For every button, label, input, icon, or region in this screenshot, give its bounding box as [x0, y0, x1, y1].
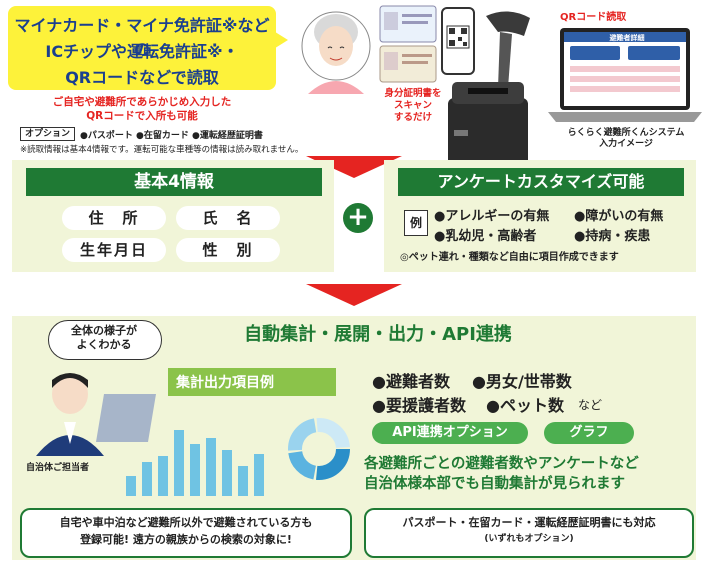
bubble-line-1: マイナカード・マイナ免許証※などの	[14, 16, 270, 59]
graph-badge: グラフ	[544, 422, 634, 444]
speech-bubble-tail	[272, 30, 288, 50]
note-right-box	[364, 508, 694, 558]
output-label-bg	[168, 368, 336, 396]
speech-line-1: 全体の様子が	[71, 324, 137, 337]
survey-note: ◎ペット連れ・種類など自由に項目作成できます	[400, 252, 619, 263]
basic-item-address: 住 所	[62, 206, 166, 230]
id-cards-illustration	[379, 5, 475, 83]
scan-note: 身分証明書を スキャン するだけ	[380, 88, 446, 124]
basic-item-name: 氏 名	[176, 206, 280, 230]
speech-line-2: よくわかる	[76, 338, 132, 351]
api-option-badge: API連携オプション	[372, 422, 528, 444]
speech-bubble	[8, 6, 276, 90]
elderly-woman-illustration	[301, 11, 371, 94]
output-item-support-needed: ●要援護者数	[372, 396, 466, 415]
footnote: ※読取情報は基本4情報です。運転可能な車種等の情報は読み取れません。	[20, 145, 304, 155]
qr-read-label: QRコード読取	[560, 12, 627, 23]
option-label: オプション	[20, 127, 76, 141]
note-left: 自宅や車中泊など避難所以外で避難されている方も 登録可能! 遠方の親族からの検索…	[20, 514, 352, 548]
note-left-box	[20, 508, 352, 558]
bubble-line-2: ICチップや運転免許証※・	[45, 42, 239, 61]
output-item-gender-household: ●男女/世帯数	[472, 372, 572, 391]
screen-title: 避難者詳細	[609, 34, 645, 42]
survey-title: アンケートカスタマイズ可能	[398, 168, 684, 196]
option-items: ●パスポート ●在留カード ●運転経歴証明書	[80, 131, 263, 141]
note-right-line-1: パスポート・在留カード・運転経歴証明書にも対応	[402, 516, 656, 529]
survey-item-infant-elderly: ●乳幼児・高齢者	[434, 229, 537, 244]
basic-info-title: 基本4情報	[26, 168, 322, 196]
qr-note-line-1: ご自宅や避難所であらかじめ入力した	[52, 96, 232, 108]
output-item-pets: ●ペット数	[486, 396, 564, 415]
example-label: 例	[404, 210, 428, 236]
survey-item-disability: ●障がいの有無	[574, 209, 664, 224]
desc-line-2: 自治体様本部でも自動集計が見られます	[364, 476, 625, 492]
scan-note-line-2: スキャン	[393, 100, 432, 111]
output-item-etc: など	[578, 398, 603, 412]
output-label: 集計出力項目例	[176, 375, 274, 391]
bubble-line-3: QRコードなどで読取	[65, 68, 219, 87]
person-caption: 自治体ご担当者	[26, 463, 90, 473]
card-reader-device	[448, 82, 528, 168]
survey-item-chronic: ●持病・疾患	[574, 229, 651, 244]
basic-item-gender: 性 別	[176, 238, 280, 262]
scan-note-line-3: するだけ	[393, 112, 432, 123]
arrow-down-2	[306, 284, 402, 306]
note-left-line-1: 自宅や車中泊など避難所以外で避難されている方も	[59, 516, 313, 529]
note-right-line-2: (いずれもオプション)	[484, 534, 574, 544]
desc-line-1: 各避難所ごとの避難者数やアンケートなど	[364, 456, 639, 472]
donut-chart-icon	[288, 418, 350, 480]
system-caption-line-1: らくらく避難所くんシステム	[567, 128, 685, 138]
note-right: パスポート・在留カード・運転経歴証明書にも対応 (いずれもオプション)	[364, 514, 694, 548]
aggregation-title: 自動集計・展開・出力・API連携	[244, 324, 512, 345]
barcode-scanner-icon	[486, 11, 530, 88]
basic-item-birthdate: 生年月日	[62, 238, 166, 262]
speech-bubble-small	[48, 320, 162, 360]
official-person-illustration	[36, 373, 156, 456]
system-caption: らくらく避難所くんシステム 入力イメージ	[548, 128, 704, 150]
qr-note-line-2: QRコードで入所も可能	[86, 110, 198, 122]
speech-text: 全体の様子が よくわかる	[48, 324, 160, 352]
system-caption-line-2: 入力イメージ	[599, 139, 653, 149]
survey-item-allergy: ●アレルギーの有無	[434, 209, 550, 224]
scan-note-line-1: 身分証明書を	[384, 88, 442, 99]
bar-graph-icon	[126, 430, 264, 496]
plus-icon: +	[343, 203, 373, 233]
laptop-illustration	[548, 28, 702, 122]
note-left-line-2: 登録可能! 遠方の親族からの検索の対象に!	[80, 533, 292, 546]
output-item-evacuees: ●避難者数	[372, 372, 450, 391]
